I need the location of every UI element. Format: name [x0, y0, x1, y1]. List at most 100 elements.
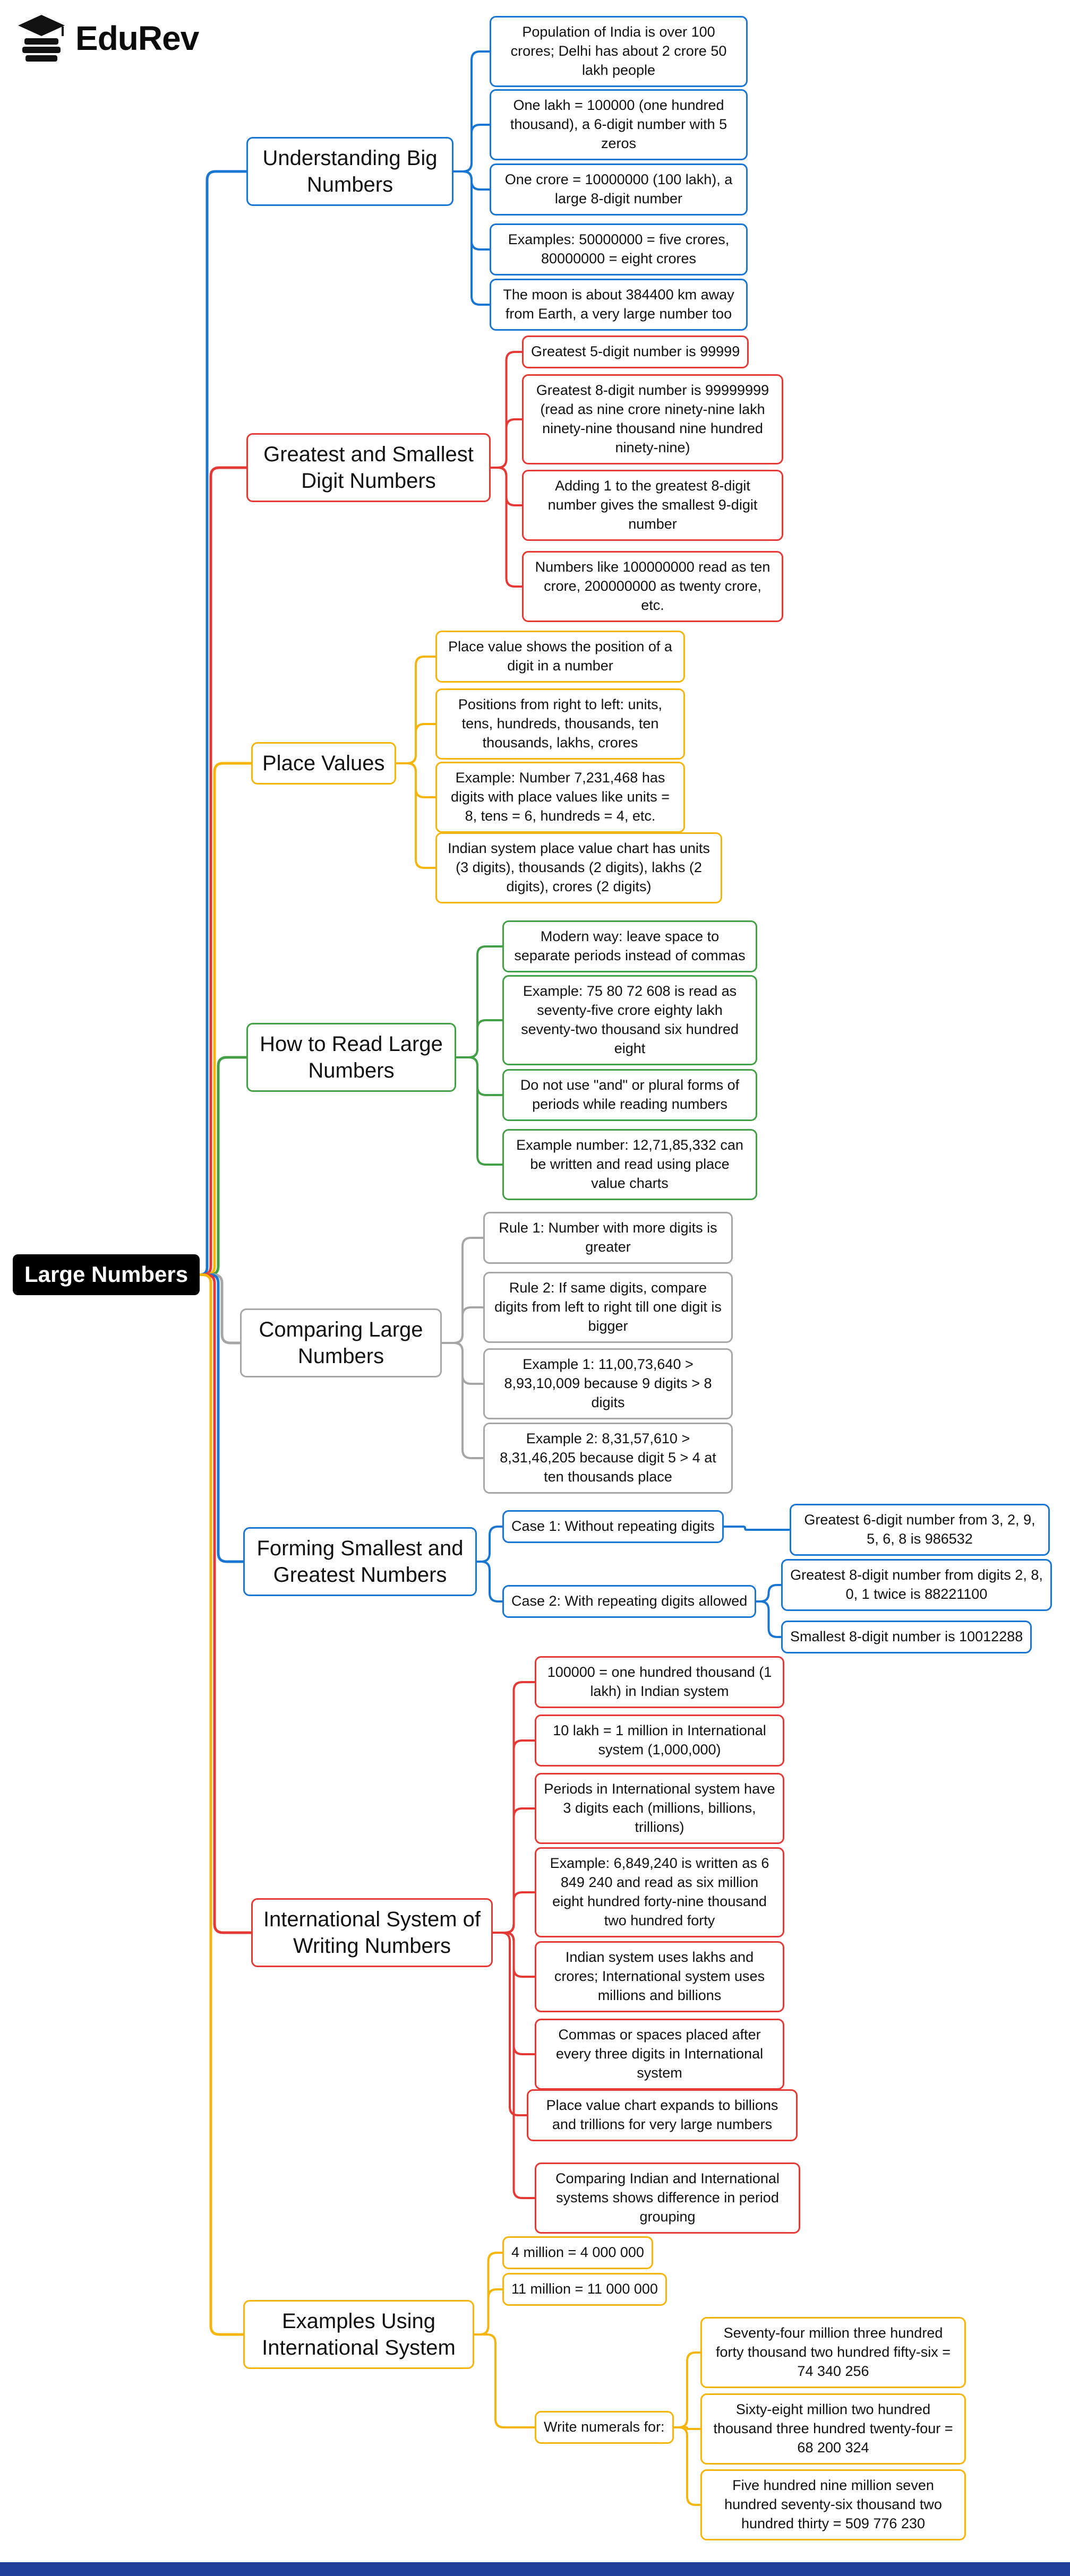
root-node: Large Numbers [13, 1254, 200, 1295]
child-node: 10 lakh = 1 million in International sys… [535, 1715, 784, 1767]
child-node: Modern way: leave space to separate peri… [502, 920, 757, 972]
node-label: Greatest 6-digit number from 3, 2, 9, 5,… [804, 1512, 1035, 1547]
topic-place-values: Place Values [251, 742, 396, 785]
child-node: Case 1: Without repeating digits [502, 1510, 724, 1543]
child-node: Case 2: With repeating digits allowed [502, 1585, 757, 1618]
child-node: Rule 1: Number with more digits is great… [483, 1212, 733, 1264]
node-label: Do not use "and" or plural forms of peri… [520, 1077, 740, 1112]
node-label: Greatest 8-digit number is 99999999 (rea… [536, 382, 769, 455]
node-label: One lakh = 100000 (one hundred thousand)… [510, 97, 727, 151]
node-label: Sixty-eight million two hundred thousand… [713, 2401, 953, 2456]
child-node: Do not use "and" or plural forms of peri… [502, 1069, 757, 1121]
node-label: Indian system place value chart has unit… [448, 840, 710, 894]
node-label: Rule 1: Number with more digits is great… [499, 1220, 717, 1255]
child-node: Example 1: 11,00,73,640 > 8,93,10,009 be… [483, 1348, 733, 1419]
node-label: Example number: 12,71,85,332 can be writ… [516, 1137, 743, 1191]
child-node: Population of India is over 100 crores; … [490, 16, 748, 87]
node-label: Smallest 8-digit number is 10012288 [790, 1629, 1023, 1644]
node-label: 10 lakh = 1 million in International sys… [553, 1722, 766, 1757]
node-label: Five hundred nine million seven hundred … [724, 2477, 942, 2531]
node-label: Population of India is over 100 crores; … [510, 24, 727, 78]
node-label: International System of Writing Numbers [263, 1908, 481, 1958]
node-label: One crore = 10000000 (100 lakh), a large… [504, 171, 733, 206]
node-label: Case 2: With repeating digits allowed [511, 1593, 748, 1609]
node-label: Case 1: Without repeating digits [511, 1518, 715, 1534]
child-node: Place value chart expands to billions an… [527, 2089, 798, 2141]
node-label: Modern way: leave space to separate peri… [514, 928, 746, 963]
node-label: Examples: 50000000 = five crores, 800000… [508, 231, 730, 266]
node-label: Place value chart expands to billions an… [546, 2097, 778, 2132]
node-label: Periods in International system have 3 d… [544, 1781, 775, 1835]
node-label: 11 million = 11 000 000 [511, 2281, 658, 2297]
node-label: Forming Smallest and Greatest Numbers [256, 1537, 464, 1587]
topic-greatest-smallest-digit-numbers: Greatest and Smallest Digit Numbers [246, 433, 491, 502]
child-node: 11 million = 11 000 000 [502, 2273, 667, 2306]
child-node: 4 million = 4 000 000 [502, 2236, 653, 2269]
child-node: Numbers like 100000000 read as ten crore… [522, 551, 783, 622]
child-node: Positions from right to left: units, ten… [435, 688, 685, 760]
child-node: Commas or spaces placed after every thre… [535, 2019, 784, 2090]
node-label: Rule 2: If same digits, compare digits f… [494, 1280, 722, 1334]
child-node: One crore = 10000000 (100 lakh), a large… [490, 163, 748, 216]
node-label: Positions from right to left: units, ten… [458, 696, 663, 751]
grandchild-node: Smallest 8-digit number is 10012288 [781, 1621, 1032, 1653]
child-node: Periods in International system have 3 d… [535, 1773, 784, 1844]
child-node: Indian system place value chart has unit… [435, 832, 722, 903]
topic-understanding-big-numbers: Understanding Big Numbers [246, 137, 453, 206]
child-node: One lakh = 100000 (one hundred thousand)… [490, 89, 748, 160]
topic-forming-smallest-greatest-numbers: Forming Smallest and Greatest Numbers [243, 1527, 477, 1596]
child-node: Example: Number 7,231,468 has digits wit… [435, 762, 685, 833]
child-node: Place value shows the position of a digi… [435, 631, 685, 683]
child-node: Adding 1 to the greatest 8-digit number … [522, 470, 783, 541]
node-label: Indian system uses lakhs and crores; Int… [554, 1949, 765, 2003]
node-label: 100000 = one hundred thousand (1 lakh) i… [547, 1664, 772, 1699]
node-label: Comparing Indian and International syste… [555, 2170, 780, 2225]
node-label: Example 2: 8,31,57,610 > 8,31,46,205 bec… [500, 1431, 716, 1485]
child-node: Comparing Indian and International syste… [535, 2163, 800, 2234]
grandchild-node: Five hundred nine million seven hundred … [700, 2469, 966, 2540]
node-label: Understanding Big Numbers [262, 147, 438, 196]
child-node: Example: 6,849,240 is written as 6 849 2… [535, 1847, 784, 1937]
child-node: Indian system uses lakhs and crores; Int… [535, 1941, 784, 2012]
node-label: Greatest 5-digit number is 99999 [531, 343, 740, 359]
node-label: Example: 6,849,240 is written as 6 849 2… [550, 1855, 769, 1928]
node-label: Comparing Large Numbers [259, 1318, 423, 1368]
node-label: Commas or spaces placed after every thre… [555, 2027, 764, 2081]
topic-how-to-read-large-numbers: How to Read Large Numbers [246, 1023, 456, 1092]
node-label: Greatest 8-digit number from digits 2, 8… [790, 1567, 1043, 1602]
node-label: Examples Using International System [262, 2310, 456, 2359]
grandchild-node: Seventy-four million three hundred forty… [700, 2317, 966, 2388]
grandchild-node: Sixty-eight million two hundred thousand… [700, 2393, 966, 2465]
node-label: Seventy-four million three hundred forty… [716, 2325, 951, 2379]
node-label: Place value shows the position of a digi… [448, 639, 672, 674]
child-node: Example 2: 8,31,57,610 > 8,31,46,205 bec… [483, 1423, 733, 1494]
node-label: Large Numbers [24, 1262, 189, 1287]
node-label: Example: 75 80 72 608 is read as seventy… [521, 983, 739, 1056]
topic-comparing-large-numbers: Comparing Large Numbers [240, 1308, 442, 1377]
child-node: 100000 = one hundred thousand (1 lakh) i… [535, 1656, 784, 1708]
edurev-logo-text: EduRev [75, 19, 199, 57]
node-label: Numbers like 100000000 read as ten crore… [535, 559, 771, 613]
node-label: Write numerals for: [544, 2419, 665, 2435]
node-label: Adding 1 to the greatest 8-digit number … [547, 478, 758, 532]
child-node: Greatest 5-digit number is 99999 [522, 335, 749, 368]
topic-international-system: International System of Writing Numbers [251, 1898, 493, 1967]
node-label: Place Values [262, 752, 385, 775]
child-node: Greatest 8-digit number is 99999999 (rea… [522, 374, 783, 464]
child-node: Example: 75 80 72 608 is read as seventy… [502, 975, 757, 1065]
child-node: Rule 2: If same digits, compare digits f… [483, 1272, 733, 1343]
graduation-cap-icon [18, 15, 65, 62]
child-node: Write numerals for: [535, 2411, 674, 2444]
edurev-logo[interactable]: EduRev [16, 13, 199, 64]
child-node: The moon is about 384400 km away from Ea… [490, 279, 748, 331]
node-label: Greatest and Smallest Digit Numbers [263, 443, 474, 493]
grandchild-node: Greatest 6-digit number from 3, 2, 9, 5,… [790, 1504, 1050, 1556]
child-node: Examples: 50000000 = five crores, 800000… [490, 223, 748, 275]
node-label: Example 1: 11,00,73,640 > 8,93,10,009 be… [504, 1356, 712, 1410]
node-label: Example: Number 7,231,468 has digits wit… [451, 770, 670, 824]
node-label: The moon is about 384400 km away from Ea… [503, 287, 734, 322]
node-label: How to Read Large Numbers [260, 1032, 443, 1082]
grandchild-node: Greatest 8-digit number from digits 2, 8… [781, 1559, 1052, 1611]
